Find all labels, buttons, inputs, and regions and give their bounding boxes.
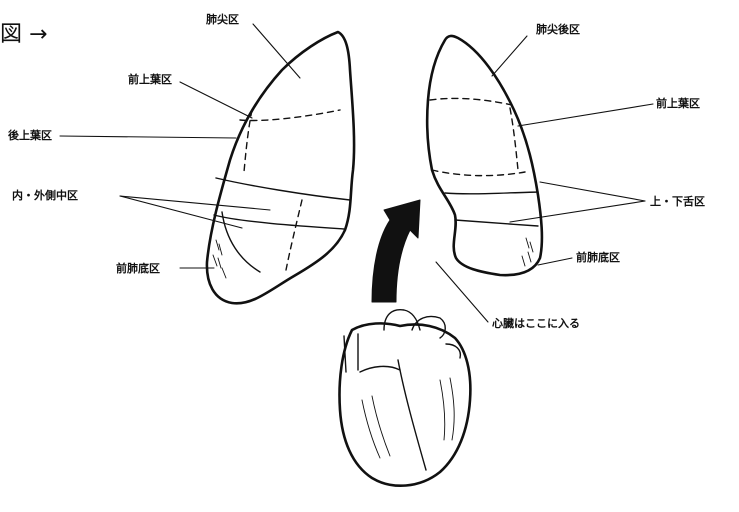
- right-oblique-fissure: [214, 215, 344, 229]
- left-lung-outline: [427, 36, 542, 275]
- right-lung: [207, 32, 354, 303]
- label-medial-lateral-middle: 内・外側中区: [12, 190, 78, 201]
- right-lung-outline: [207, 32, 354, 303]
- label-heart-note: 心臓はここに入る: [492, 318, 580, 329]
- label-apicoposterior: 肺尖後区: [536, 24, 580, 35]
- label-anterior-basal-right: 前肺底区: [116, 263, 160, 274]
- label-apical: 肺尖区: [206, 14, 239, 25]
- heart-atrium-curve: [360, 366, 400, 372]
- label-anterior-upper-left: 前上葉区: [656, 98, 700, 109]
- left-hatching: [522, 238, 533, 266]
- left-fissure-upper: [445, 192, 538, 194]
- figure-arrow-caption: 図 →: [0, 24, 47, 46]
- left-dashed-lower: [432, 170, 525, 176]
- leader-lines-left: [436, 36, 653, 322]
- left-fissure-lower: [455, 220, 538, 226]
- right-dashed-vertical-2: [286, 200, 302, 270]
- heart-aorta: [384, 310, 420, 330]
- heart-vena-cava: [344, 334, 358, 372]
- right-dashed-upper: [240, 110, 340, 121]
- label-anterior-basal-left: 前肺底区: [576, 252, 620, 263]
- heart-pulmonary-artery: [412, 317, 445, 339]
- label-posterior-upper: 後上葉区: [8, 130, 52, 141]
- heart-outline: [340, 323, 471, 485]
- left-dashed-upper: [430, 98, 512, 105]
- right-horizontal-fissure: [216, 178, 350, 200]
- label-anterior-upper: 前上葉区: [128, 74, 172, 85]
- heart-hatching: [362, 378, 454, 458]
- heart: [340, 310, 471, 486]
- heart-interventricular-groove: [398, 360, 426, 470]
- insertion-arrow: [372, 200, 420, 302]
- leader-lines-right: [60, 24, 300, 268]
- heart-left-vessel: [446, 344, 460, 358]
- left-lung: [427, 36, 542, 275]
- right-hatching: [213, 240, 226, 278]
- label-lingular: 上・下舌区: [650, 196, 705, 207]
